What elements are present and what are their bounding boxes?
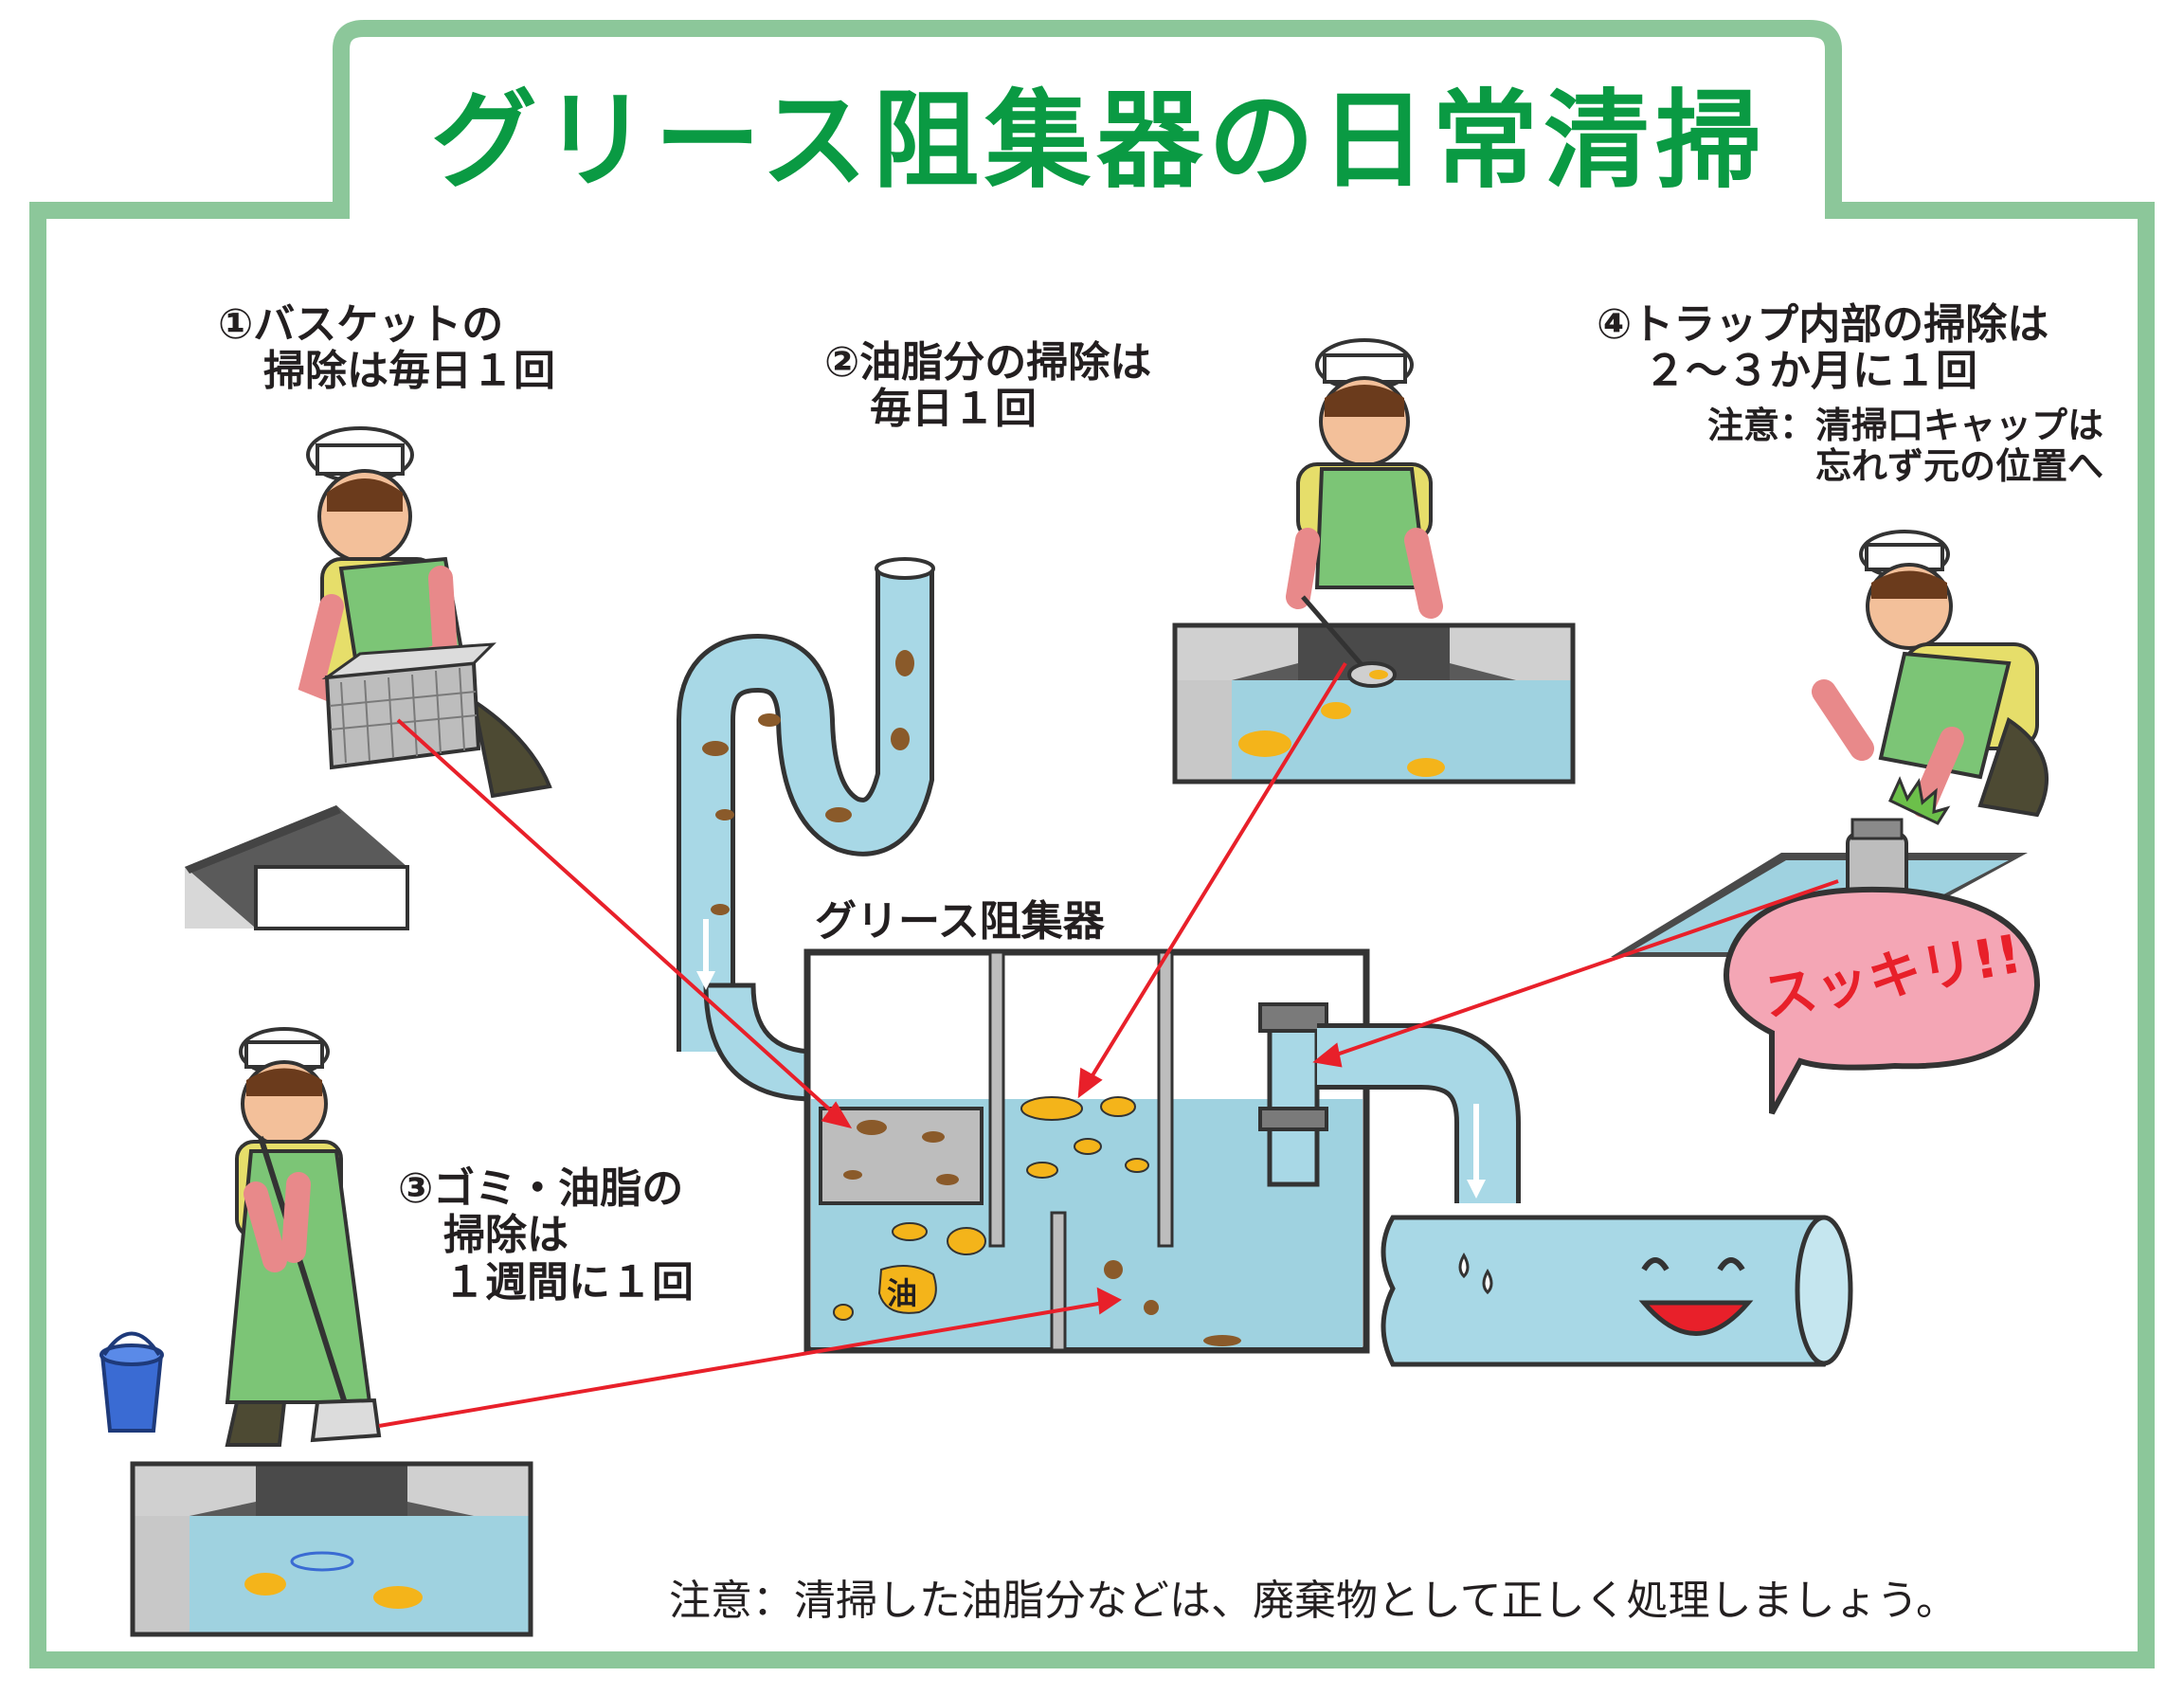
page-title: グリース阻集器の日常清掃 bbox=[430, 80, 1768, 203]
step2-line2: 毎日１回 bbox=[870, 385, 1037, 434]
step2-worker bbox=[1286, 338, 1443, 688]
red-arrows bbox=[378, 661, 1839, 1428]
step2-line1: ②油脂分の掃除は bbox=[824, 338, 1152, 387]
step2-text: ②油脂分の掃除は 毎日１回 bbox=[824, 339, 1151, 433]
step3-text: ③ゴミ・油脂の 掃除は １週間に１回 bbox=[398, 1165, 694, 1306]
step1-floor-pit bbox=[185, 805, 409, 930]
step1-line2: 掃除は毎日１回 bbox=[263, 347, 555, 396]
step4-worker bbox=[1812, 530, 2049, 921]
step4-note: 注意：清掃口キャップは 忘れず元の位置へ bbox=[1611, 406, 2103, 486]
bottom-note: 注意：清掃した油脂分などは、廃棄物として正しく処理しましょう。 bbox=[669, 1577, 1958, 1625]
step4-line1: ④トラップ内部の掃除は bbox=[1597, 300, 2049, 349]
step3-line3: １週間に１回 bbox=[443, 1257, 694, 1307]
step3-pit bbox=[130, 1461, 533, 1637]
step4-note-line2: 忘れず元の位置へ bbox=[1814, 444, 2103, 487]
speech-bubble-shape bbox=[1724, 886, 2041, 1115]
step2-pit bbox=[1172, 622, 1576, 784]
trap-body bbox=[803, 948, 1370, 1354]
step4-note-line1: 注意：清掃口キャップは bbox=[1706, 405, 2103, 446]
step1-basket bbox=[321, 642, 496, 770]
step3-worker bbox=[225, 1027, 382, 1447]
trap-label: グリース阻集器 bbox=[815, 897, 1105, 946]
oil-label: 油 bbox=[887, 1275, 918, 1311]
step1-line1: ①バスケットの bbox=[218, 300, 504, 349]
outlet-pipe bbox=[1317, 1023, 1853, 1367]
step3-bucket bbox=[99, 1331, 164, 1433]
step4-text: ④トラップ内部の掃除は ２～３か月に１回 bbox=[1597, 301, 2049, 395]
step3-line1: ③ゴミ・油脂の bbox=[398, 1164, 684, 1213]
step3-line2: 掃除は bbox=[443, 1211, 569, 1260]
step4-line2: ２～３か月に１回 bbox=[1644, 347, 1977, 396]
step1-text: ①バスケットの 掃除は毎日１回 bbox=[218, 301, 555, 395]
